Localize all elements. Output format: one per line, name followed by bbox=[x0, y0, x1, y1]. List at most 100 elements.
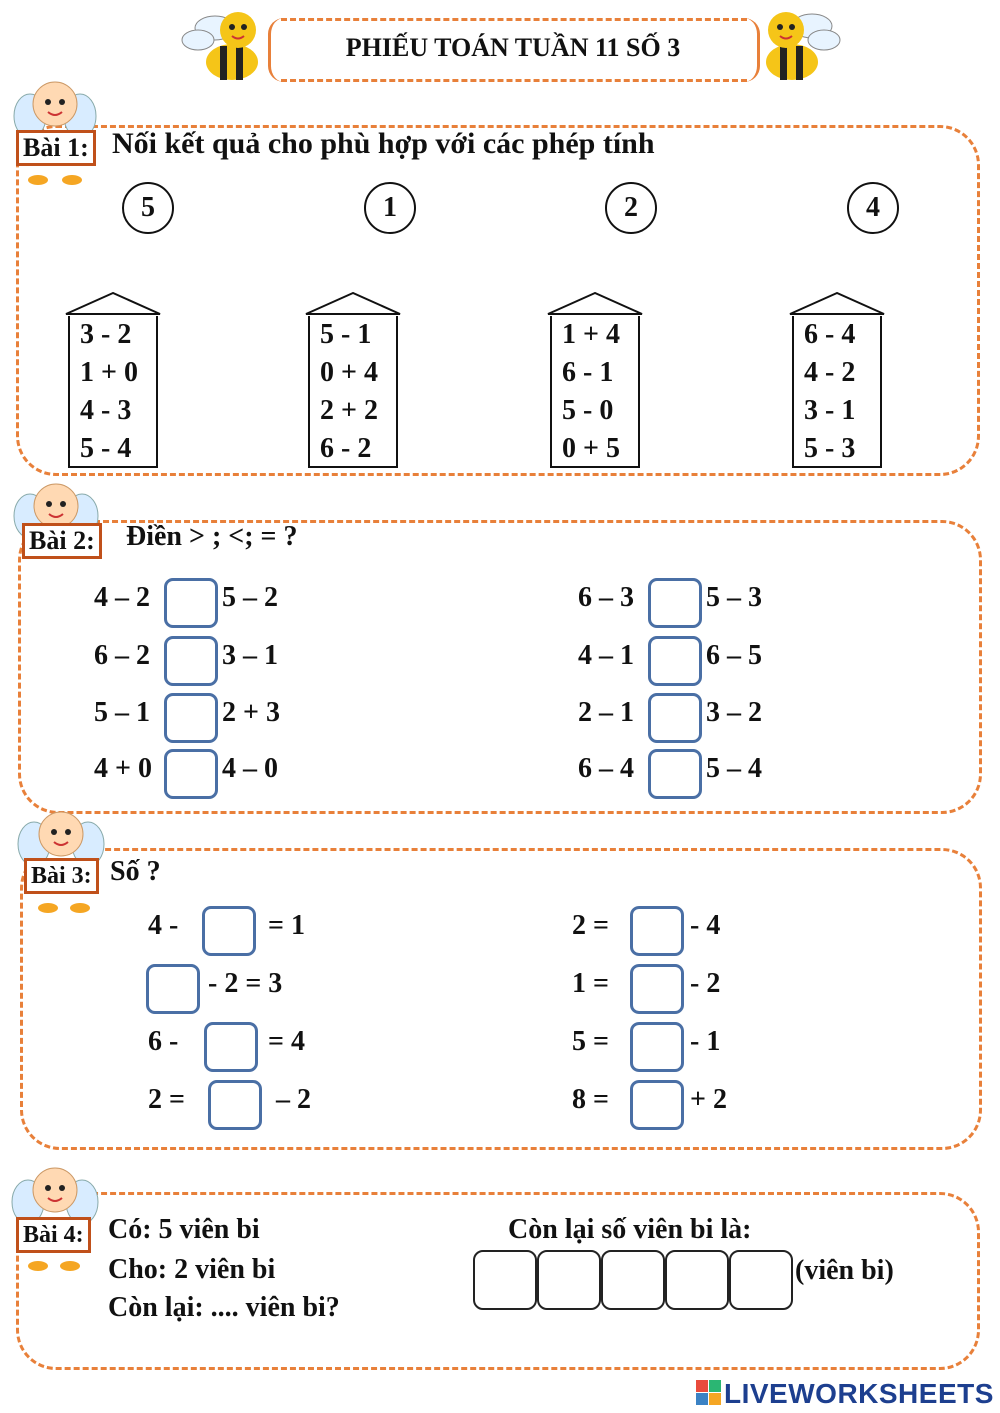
cmp-right-expr: 5 – 4 bbox=[706, 753, 762, 784]
house-2[interactable]: 5 - 1 0 + 4 2 + 2 6 - 2 bbox=[304, 292, 402, 468]
number-blank[interactable] bbox=[630, 964, 684, 1014]
bai4-line-1: Có: 5 viên bi bbox=[108, 1214, 260, 1245]
answer-box-5[interactable] bbox=[729, 1250, 793, 1310]
eq-left: 1 = bbox=[572, 968, 609, 999]
house-expr: 6 - 2 bbox=[320, 433, 372, 464]
compare-blank[interactable] bbox=[648, 749, 702, 799]
number-blank[interactable] bbox=[630, 1080, 684, 1130]
house-roof-icon bbox=[547, 292, 643, 315]
eq-left: 8 = bbox=[572, 1084, 609, 1115]
compare-blank[interactable] bbox=[648, 578, 702, 628]
bai3-instruction: Số ? bbox=[110, 856, 161, 887]
bai4-unit: (viên bi) bbox=[795, 1255, 894, 1286]
number-blank[interactable] bbox=[630, 906, 684, 956]
house-expr: 5 - 3 bbox=[804, 433, 856, 464]
house-expr: 3 - 2 bbox=[80, 319, 132, 350]
cmp-left-expr: 2 – 1 bbox=[578, 697, 634, 728]
compare-blank[interactable] bbox=[164, 636, 218, 686]
house-expr: 1 + 0 bbox=[80, 357, 138, 388]
bai4-label: Bài 4: bbox=[16, 1217, 91, 1253]
bai2-label: Bài 2: bbox=[22, 523, 102, 559]
number-blank[interactable] bbox=[630, 1022, 684, 1072]
bee-right-icon bbox=[766, 12, 841, 80]
eq-left: 2 = bbox=[572, 910, 609, 941]
house-expr: 3 - 1 bbox=[804, 395, 856, 426]
answer-box-3[interactable] bbox=[601, 1250, 665, 1310]
watermark: LIVEWORKSHEETS bbox=[724, 1378, 994, 1409]
cmp-right-expr: 5 – 3 bbox=[706, 582, 762, 613]
house-roof-icon bbox=[305, 292, 401, 315]
bai2-instruction: Điền > ; <; = ? bbox=[126, 521, 298, 552]
eq-left: 6 - bbox=[148, 1026, 179, 1057]
eq-right: = 1 bbox=[268, 910, 305, 941]
house-expr: 4 - 3 bbox=[80, 395, 132, 426]
house-expr: 6 - 4 bbox=[804, 319, 856, 350]
bai1-instruction: Nối kết quả cho phù hợp với các phép tín… bbox=[112, 127, 655, 160]
eq-right: + 2 bbox=[690, 1084, 727, 1115]
answer-box-1[interactable] bbox=[473, 1250, 537, 1310]
cmp-right-expr: 3 – 2 bbox=[706, 697, 762, 728]
bai3-label: Bài 3: bbox=[24, 858, 99, 894]
section-4-frame bbox=[16, 1192, 980, 1370]
answer-box-4[interactable] bbox=[665, 1250, 729, 1310]
bee-left-icon bbox=[181, 12, 258, 80]
compare-blank[interactable] bbox=[164, 693, 218, 743]
kid-mascot-icon bbox=[13, 81, 97, 185]
house-expr: 5 - 4 bbox=[80, 433, 132, 464]
number-blank[interactable] bbox=[208, 1080, 262, 1130]
house-expr: 4 - 2 bbox=[804, 357, 856, 388]
house-expr: 0 + 4 bbox=[320, 357, 378, 388]
house-4[interactable]: 6 - 4 4 - 2 3 - 1 5 - 3 bbox=[788, 292, 886, 468]
house-expr: 5 - 0 bbox=[562, 395, 614, 426]
number-blank[interactable] bbox=[202, 906, 256, 956]
number-blank[interactable] bbox=[146, 964, 200, 1014]
house-roof-icon bbox=[789, 292, 885, 315]
eq-left: 2 = bbox=[148, 1084, 185, 1115]
compare-blank[interactable] bbox=[648, 693, 702, 743]
cmp-left-expr: 4 – 1 bbox=[578, 640, 634, 671]
cmp-left-expr: 4 – 2 bbox=[94, 582, 150, 613]
answer-box-2[interactable] bbox=[537, 1250, 601, 1310]
cmp-right-expr: 3 – 1 bbox=[222, 640, 278, 671]
bai4-line-3: Còn lại: .... viên bi? bbox=[108, 1292, 340, 1323]
house-1[interactable]: 3 - 2 1 + 0 4 - 3 5 - 4 bbox=[64, 292, 162, 468]
eq-right: - 1 bbox=[690, 1026, 721, 1057]
liveworksheets-logo-icon bbox=[696, 1380, 721, 1405]
house-expr: 0 + 5 bbox=[562, 433, 620, 464]
answer-circle-4[interactable]: 4 bbox=[847, 182, 899, 234]
eq-left: 5 = bbox=[572, 1026, 609, 1057]
house-expr: 6 - 1 bbox=[562, 357, 614, 388]
cmp-right-expr: 4 – 0 bbox=[222, 753, 278, 784]
cmp-left-expr: 5 – 1 bbox=[94, 697, 150, 728]
bai4-line-2: Cho: 2 viên bi bbox=[108, 1254, 276, 1285]
eq-right: - 2 bbox=[690, 968, 721, 999]
cmp-right-expr: 2 + 3 bbox=[222, 697, 280, 728]
house-3[interactable]: 1 + 4 6 - 1 5 - 0 0 + 5 bbox=[546, 292, 644, 468]
page-title: PHIẾU TOÁN TUẦN 11 SỐ 3 bbox=[345, 33, 681, 62]
title-frame bbox=[268, 18, 760, 82]
cmp-left-expr: 4 + 0 bbox=[94, 753, 152, 784]
compare-blank[interactable] bbox=[648, 636, 702, 686]
number-blank[interactable] bbox=[204, 1022, 258, 1072]
kid-mascot-icon bbox=[17, 811, 105, 913]
house-expr: 1 + 4 bbox=[562, 319, 620, 350]
eq-right: – 2 bbox=[276, 1084, 311, 1115]
answer-circle-1[interactable]: 5 bbox=[122, 182, 174, 234]
section-3-frame bbox=[20, 848, 982, 1150]
cmp-left-expr: 6 – 2 bbox=[94, 640, 150, 671]
house-expr: 2 + 2 bbox=[320, 395, 378, 426]
eq-right: - 2 = 3 bbox=[208, 968, 283, 999]
kid-mascot-icon bbox=[11, 1167, 99, 1271]
section-2-frame bbox=[18, 520, 982, 814]
answer-circle-3[interactable]: 2 bbox=[605, 182, 657, 234]
eq-right: = 4 bbox=[268, 1026, 305, 1057]
eq-left: 4 - bbox=[148, 910, 179, 941]
compare-blank[interactable] bbox=[164, 749, 218, 799]
house-expr: 5 - 1 bbox=[320, 319, 372, 350]
compare-blank[interactable] bbox=[164, 578, 218, 628]
bai1-label: Bài 1: bbox=[16, 130, 96, 166]
cmp-right-expr: 5 – 2 bbox=[222, 582, 278, 613]
cmp-right-expr: 6 – 5 bbox=[706, 640, 762, 671]
answer-circle-2[interactable]: 1 bbox=[364, 182, 416, 234]
bai4-answer-label: Còn lại số viên bi là: bbox=[508, 1214, 752, 1245]
